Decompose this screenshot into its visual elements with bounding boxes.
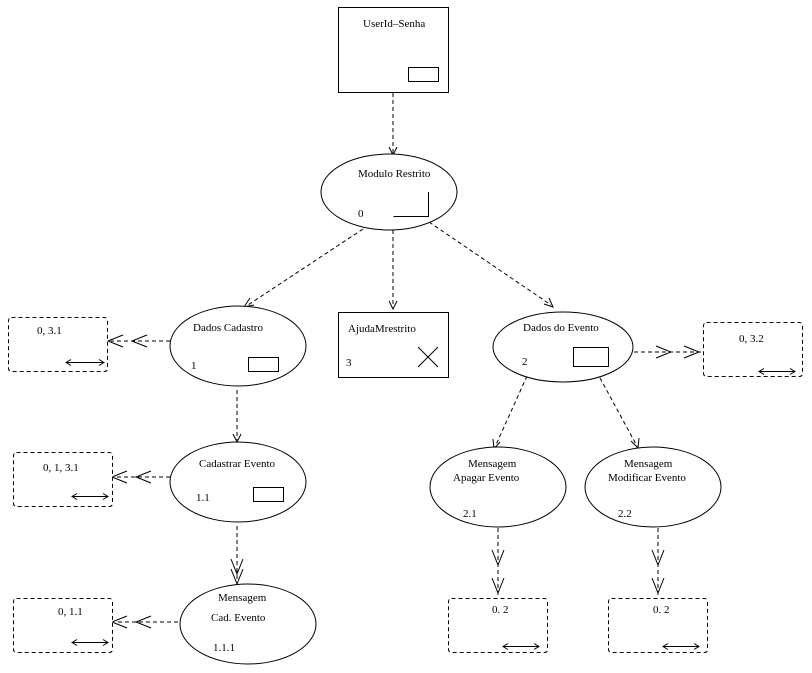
ref-box-modificar[interactable]: 0. 2 xyxy=(608,598,708,653)
arrowhead xyxy=(134,615,152,629)
mensagem-modificar-evento-node[interactable]: Mensagem Modificar Evento 2.2 xyxy=(584,446,722,528)
mensagem-apagar-title-line2: Apagar Evento xyxy=(453,472,520,484)
arrowhead xyxy=(106,334,124,348)
connector-evento-modificar xyxy=(599,377,638,447)
dados-do-evento-node[interactable]: Dados do Evento 2 xyxy=(492,311,634,383)
double-arrow-icon xyxy=(758,368,796,375)
ref-label: 0. 2 xyxy=(653,604,670,616)
connector-modulo-cadastro xyxy=(247,228,364,306)
button-icon xyxy=(408,67,439,82)
ajuda-mrestrito-title: AjudaMrestrito xyxy=(348,323,416,335)
arrowhead xyxy=(683,345,701,359)
ajuda-mrestrito-node[interactable]: AjudaMrestrito 3 xyxy=(338,312,449,378)
arrowhead xyxy=(651,577,665,595)
ref-label: 0. 2 xyxy=(492,604,509,616)
double-arrow-icon xyxy=(502,643,540,650)
connectors xyxy=(106,93,702,629)
double-arrow-icon xyxy=(71,639,109,646)
close-x-icon xyxy=(417,346,439,368)
ref-label: 0, 1, 3.1 xyxy=(43,462,79,474)
double-arrow-icon xyxy=(71,493,109,500)
connector-evento-apagar xyxy=(494,375,528,448)
ref-label: 0, 3.1 xyxy=(37,325,62,337)
corner-icon xyxy=(393,192,429,217)
arrowhead xyxy=(491,549,505,567)
double-arrow-icon xyxy=(662,643,700,650)
mensagem-modificar-title-line2: Modificar Evento xyxy=(608,472,686,484)
arrowhead xyxy=(543,297,554,308)
connector-modulo-evento xyxy=(428,221,552,306)
arrowhead xyxy=(491,577,505,595)
ref-box-0-1-1[interactable]: 0, 1.1 xyxy=(13,598,113,653)
dados-cadastro-node[interactable]: Dados Cadastro 1 xyxy=(169,305,307,387)
ref-box-apagar[interactable]: 0. 2 xyxy=(448,598,548,653)
dados-do-evento-title: Dados do Evento xyxy=(523,322,599,334)
node-number: 2 xyxy=(522,356,528,368)
modulo-restrito-node[interactable]: Modulo Restrito 0 xyxy=(320,153,458,231)
mensagem-cad-title-line2: Cad. Evento xyxy=(211,612,266,624)
button-icon xyxy=(253,487,284,502)
ref-label: 0, 3.2 xyxy=(739,333,764,345)
mensagem-cad-evento-node[interactable]: Mensagem Cad. Evento 1.1.1 xyxy=(179,583,317,665)
modulo-restrito-title: Modulo Restrito xyxy=(358,168,431,180)
mensagem-apagar-title-line1: Mensagem xyxy=(468,458,517,470)
node-number: 3 xyxy=(346,357,352,369)
node-number: 1.1.1 xyxy=(213,642,235,654)
arrowhead xyxy=(388,300,398,311)
node-number: 1.1 xyxy=(196,492,210,504)
node-number: 1 xyxy=(191,360,197,372)
node-number: 2.2 xyxy=(618,508,632,520)
node-number: 2.1 xyxy=(463,508,477,520)
ref-box-0-3-1[interactable]: 0, 3.1 xyxy=(8,317,108,372)
arrowhead xyxy=(651,549,665,567)
node-number: 0 xyxy=(358,208,364,220)
ref-box-0-3-2[interactable]: 0, 3.2 xyxy=(703,322,803,377)
cadastrar-evento-node[interactable]: Cadastrar Evento 1.1 xyxy=(169,441,307,523)
button-icon xyxy=(573,347,609,367)
arrowhead xyxy=(130,334,148,348)
ref-box-0-1-3-1[interactable]: 0, 1, 3.1 xyxy=(13,452,113,507)
mensagem-cad-title-line1: Mensagem xyxy=(218,592,267,604)
arrowhead xyxy=(655,345,673,359)
dados-cadastro-title: Dados Cadastro xyxy=(193,322,263,334)
userid-senha-title: UserId–Senha xyxy=(363,18,425,30)
ref-label: 0, 1.1 xyxy=(58,606,83,618)
mensagem-modificar-title-line1: Mensagem xyxy=(624,458,673,470)
mensagem-apagar-evento-node[interactable]: Mensagem Apagar Evento 2.1 xyxy=(429,446,567,528)
arrowhead xyxy=(134,470,152,484)
arrowhead xyxy=(242,297,255,308)
userid-senha-node[interactable]: UserId–Senha xyxy=(338,7,449,93)
arrowhead xyxy=(230,558,244,576)
double-arrow-icon xyxy=(65,359,105,366)
button-icon xyxy=(248,357,279,372)
cadastrar-evento-title: Cadastrar Evento xyxy=(199,458,276,470)
